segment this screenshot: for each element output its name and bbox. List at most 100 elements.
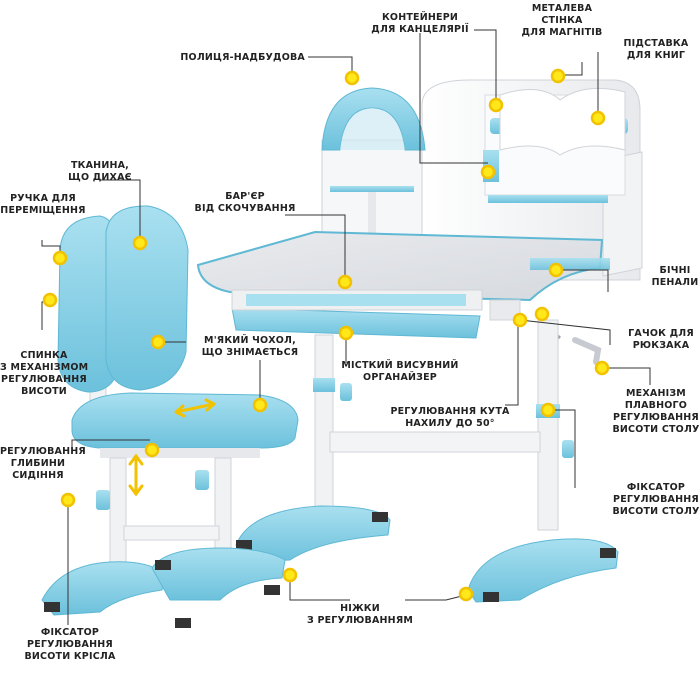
tilt-bracket (489, 299, 521, 321)
label-line: ГАЧОК ДЛЯ (628, 328, 694, 339)
label-line: МЕТАЛЕВА (531, 3, 593, 14)
side-tray (530, 258, 610, 270)
book-pages (499, 87, 626, 156)
label-line: ГЛИБИНИ (10, 458, 66, 469)
label-line: ОРГАНАЙЗЕР (363, 372, 437, 383)
yellow-dot-icon (150, 334, 166, 350)
desk (196, 79, 643, 603)
backrest-right (105, 205, 189, 391)
label-line: РЕГУЛЮВАННЯ КУТА (390, 406, 510, 417)
height-arrow-icon (128, 453, 144, 497)
yellow-dot-icon (534, 306, 550, 322)
shelf-arch (321, 87, 426, 151)
label-line: РЮКЗАКА (632, 340, 690, 351)
chair-crossbar (123, 525, 220, 541)
chair-lock-knob-right (195, 470, 209, 490)
label-shelf: ПОЛИЦЯ-НАДБУДОВА (175, 52, 305, 64)
yellow-dot-icon (512, 312, 528, 328)
label-line: СИДІННЯ (12, 470, 64, 481)
label-line: НАХИЛУ ДО 50° (405, 418, 495, 429)
label-line: КОНТЕЙНЕРИ (381, 12, 459, 23)
label-line: МІСТКИЙ ВИСУВНИЙ (341, 360, 459, 371)
desk-foot-pad-3 (600, 548, 616, 558)
label-line: ДЛЯ КАНЦЕЛЯРІЇ (371, 24, 469, 35)
chair-foot-right (151, 547, 286, 601)
yellow-dot-icon (144, 442, 160, 458)
label-line: ПОЛИЦЯ-НАДБУДОВА (180, 52, 305, 63)
yellow-dot-icon (60, 492, 76, 508)
label-line: ВИСОТИ СТОЛУ (612, 424, 700, 435)
label-line: ДЛЯ МАГНІТІВ (521, 27, 603, 38)
height-crank (572, 337, 602, 365)
desk-foot-pad-2 (236, 540, 252, 550)
label-fabric: ТКАНИНА,ЩО ДИХАЄ (50, 160, 150, 184)
arch-inner (340, 108, 405, 150)
yellow-dot-icon (337, 274, 353, 290)
desk-lock-knob (340, 383, 352, 401)
label-line: ВИСОТИ (21, 386, 67, 397)
chair-leg-left (109, 457, 127, 569)
yellow-dot-icon (42, 292, 58, 308)
callout-markers (42, 68, 610, 602)
yellow-dot-icon (458, 586, 474, 602)
seat-rail (100, 448, 260, 458)
shelf-board (330, 186, 414, 192)
chair-foot-pad-2 (264, 585, 280, 595)
label-line: ВИСОТИ СТОЛУ (612, 506, 700, 517)
depth-arrow-icon (174, 398, 216, 418)
label-line: ПЛАВНОГО (624, 400, 688, 411)
metal-wall-shelf (488, 195, 608, 203)
label-line: ФІКСАТОР (626, 482, 686, 493)
yellow-dot-icon (488, 97, 504, 113)
chair-foot-pad-4 (175, 618, 191, 628)
desk-foot-pad-1 (372, 512, 388, 522)
label-line: З РЕГУЛЮВАННЯМ (307, 615, 413, 626)
label-line: ПЕНАЛИ (651, 277, 699, 288)
desk-foot-right (467, 538, 619, 603)
label-line: ВІД СКОЧУВАННЯ (194, 203, 296, 214)
yellow-dot-icon (590, 110, 606, 126)
label-line: ПЕРЕМІЩЕННЯ (0, 205, 86, 216)
label-line: ПІДСТАВКА (623, 38, 689, 49)
chair-leg-right (214, 457, 232, 559)
label-line: РЕГУЛЮВАННЯ (613, 494, 699, 505)
drawer-inner (246, 294, 466, 306)
desk-leg-right (537, 319, 559, 531)
label-line: МЕХАНІЗМ (626, 388, 686, 399)
label-line: БАР'ЄР (225, 191, 265, 202)
chair-lock-knob (96, 490, 110, 510)
yellow-dot-icon (344, 70, 360, 86)
chair-seat (71, 392, 299, 449)
desk-lock-knob-right (562, 440, 574, 458)
desk-leg-left-ring (313, 378, 335, 392)
yellow-dot-icon (52, 250, 68, 266)
shelf-divider (368, 192, 376, 252)
label-line: ЩО ЗНІМАЄТЬСЯ (201, 347, 299, 358)
label-line: РЕГУЛЮВАННЯ (0, 446, 86, 457)
chair-foot-pad-3 (44, 602, 60, 612)
label-line: НІЖКИ (340, 603, 380, 614)
label-line: ФІКСАТОР (40, 627, 100, 638)
label-line: З МЕХАНІЗМОМ (0, 362, 89, 373)
label-line: СПИНКА (20, 350, 68, 361)
label-line: ТКАНИНА, (70, 160, 129, 171)
desk-leg-left (314, 334, 334, 511)
label-line: РЕГУЛЮВАННЯ (27, 639, 113, 650)
label-line: ВИСОТИ КРІСЛА (24, 651, 116, 662)
label-line: БІЧНІ (659, 265, 691, 276)
desk-crossbar (329, 431, 541, 453)
